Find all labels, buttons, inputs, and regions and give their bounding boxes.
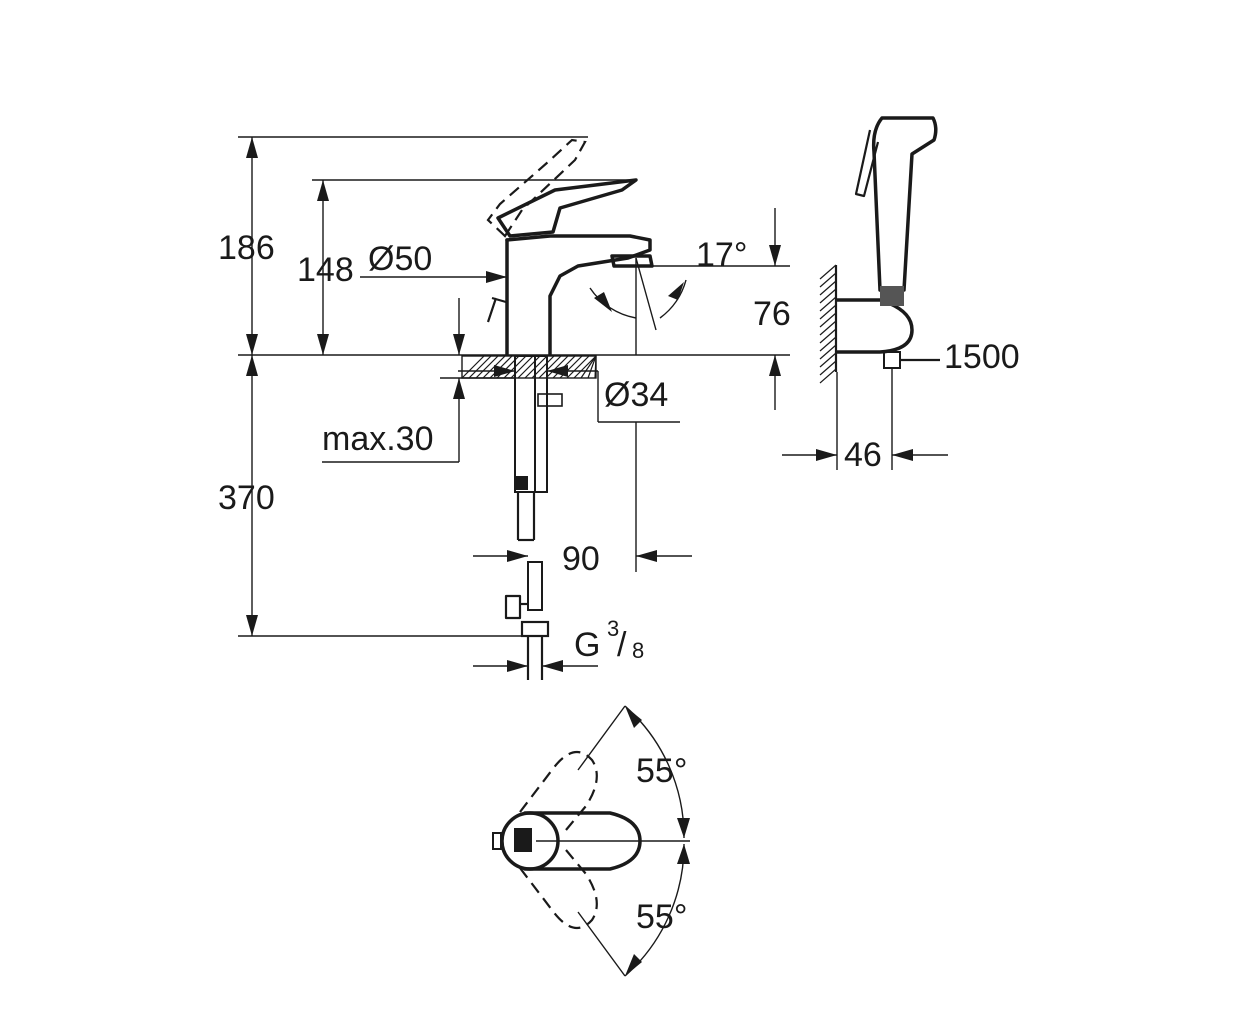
label-46: 46 xyxy=(844,436,882,474)
mixer-front-view xyxy=(486,138,657,356)
deck-hatch-line xyxy=(475,355,499,379)
hand-shower-view xyxy=(782,116,948,470)
thread-slash: / xyxy=(617,626,627,664)
wall-hatch-line xyxy=(819,328,837,344)
deck-hatch-line xyxy=(468,355,492,379)
wall-hatch-line xyxy=(819,360,837,376)
wall-hatch-line xyxy=(819,288,837,304)
label-370: 370 xyxy=(218,479,275,517)
wall-hatch-line xyxy=(819,296,837,312)
wall-hatch-line xyxy=(819,304,837,320)
label-thread-numerator: 3 xyxy=(607,616,619,641)
deck-hatch-line xyxy=(461,355,485,379)
deck-hatch-line xyxy=(580,355,597,379)
label-55-degree-bottom: 55° xyxy=(636,898,687,936)
label-90: 90 xyxy=(562,540,600,578)
wall-hatch-line xyxy=(819,312,837,328)
worktop xyxy=(238,354,790,680)
label-thread-denominator: 8 xyxy=(632,638,644,663)
label-55-degree-top: 55° xyxy=(636,752,687,790)
dimension-lines xyxy=(238,136,790,672)
wall-hatch-line xyxy=(819,272,837,288)
label-186: 186 xyxy=(218,229,275,267)
deck-hatch-line xyxy=(573,355,597,379)
label-max-30: max.30 xyxy=(322,420,434,458)
wall-hatch-line xyxy=(819,280,837,296)
deck-hatch-line xyxy=(587,355,597,379)
deck-hatch-line xyxy=(566,355,590,379)
wall-hatch-line xyxy=(819,368,837,384)
deck-hatch-line xyxy=(517,355,541,379)
deck-hatch-line xyxy=(538,355,562,379)
label-thread-g: G xyxy=(574,626,600,664)
deck-hatch-line xyxy=(545,355,569,379)
wall-hatch-line xyxy=(819,336,837,352)
label-76: 76 xyxy=(753,295,791,333)
label-diameter-34: Ø34 xyxy=(604,376,668,414)
dimension-labels: 186 148 Ø50 17° 76 Ø34 max.30 370 90 G 3… xyxy=(218,229,1020,936)
label-1500: 1500 xyxy=(944,338,1020,376)
mixer-top-view xyxy=(492,705,690,977)
wall-hatch-line xyxy=(819,264,837,280)
label-148: 148 xyxy=(297,251,354,289)
deck-hatch-line xyxy=(594,355,597,379)
label-17-degree: 17° xyxy=(696,236,747,274)
wall-hatch-line xyxy=(819,344,837,360)
wall-hatch-line xyxy=(819,352,837,368)
label-diameter-50: Ø50 xyxy=(368,240,432,278)
wall-hatch-line xyxy=(819,320,837,336)
